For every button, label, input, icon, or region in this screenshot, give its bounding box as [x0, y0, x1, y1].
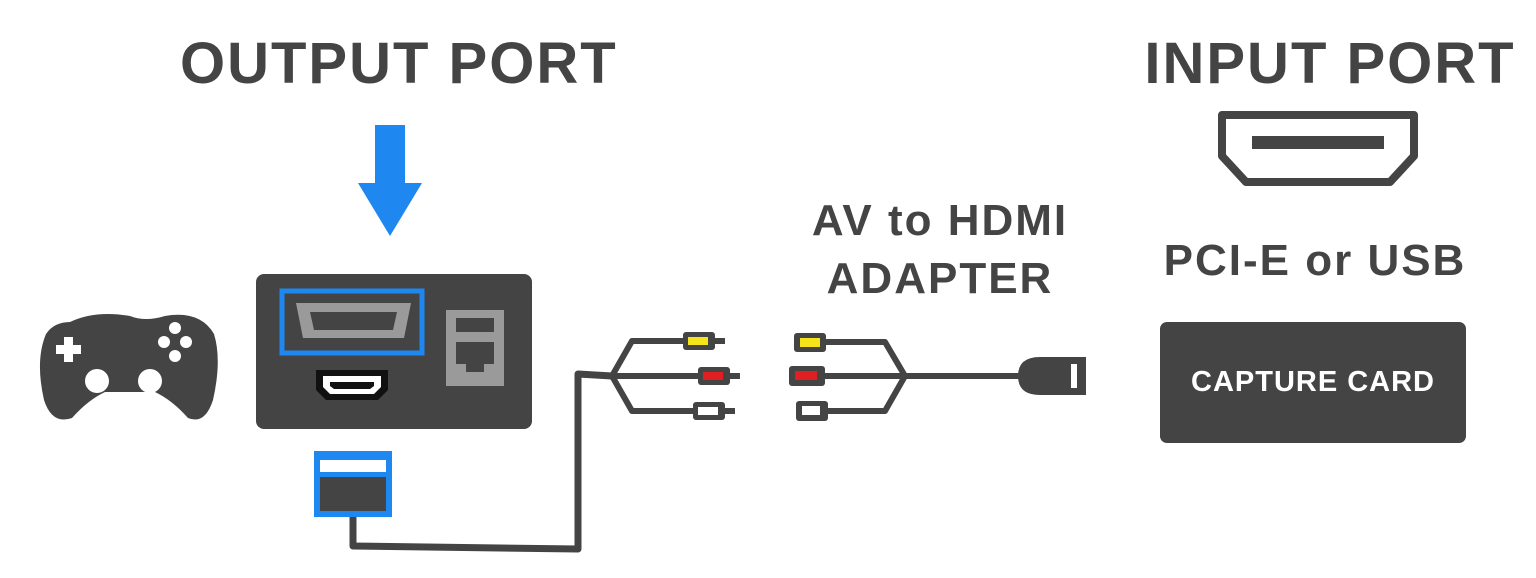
- adapter-title-line1: AV to HDMI: [811, 196, 1069, 245]
- rca-jack-red-right: [789, 366, 825, 386]
- av-multi-out-plug: [314, 451, 392, 517]
- av-cable: [349, 370, 613, 553]
- hdmi-plug: [1018, 357, 1086, 395]
- rca-plug-white-left: [693, 402, 735, 420]
- output-port-title: OUTPUT PORT: [180, 31, 618, 96]
- gamepad-icon: [39, 314, 218, 420]
- input-port-title: INPUT PORT: [1144, 31, 1516, 96]
- adapter-title-line2: ADAPTER: [826, 254, 1054, 303]
- rca-fanin-right: [825, 339, 1022, 414]
- rca-fanout-left: [609, 338, 700, 414]
- capture-card-label: CAPTURE CARD: [1191, 366, 1435, 398]
- rca-plug-yellow-left: [683, 332, 725, 350]
- adapter-title: AV to HDMI ADAPTER: [790, 192, 1090, 308]
- rca-jack-yellow-right: [794, 333, 826, 352]
- capture-card: CAPTURE CARD: [1160, 322, 1466, 443]
- ethernet-port-icon: [446, 310, 504, 386]
- hdmi-port-icon: [1218, 111, 1418, 186]
- rca-plug-red-left: [698, 367, 740, 385]
- arrow-down-icon: [358, 125, 422, 236]
- rca-jack-white-right: [796, 401, 828, 421]
- hdmi-output-port-icon: [316, 370, 388, 400]
- interface-label: PCI-E or USB: [1163, 236, 1467, 285]
